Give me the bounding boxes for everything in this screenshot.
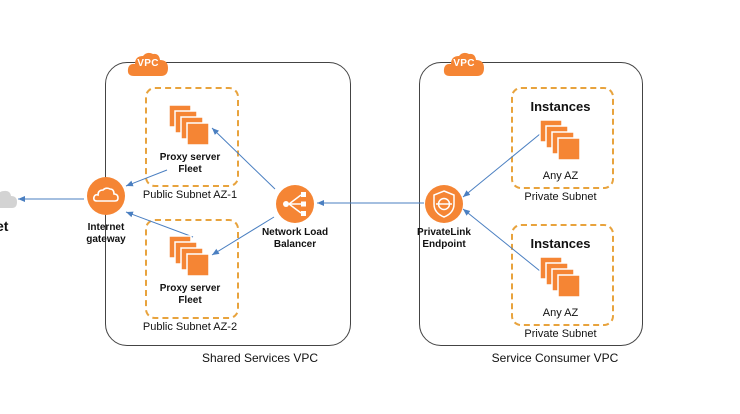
network-load-balancer-icon [276,185,314,223]
public-subnet-az1-label: Public Subnet AZ-1 [142,189,238,201]
proxy-az2-label-line1: Proxy server [159,283,221,294]
proxy-fleet-az2-icon [168,235,210,277]
instances-1-az: Any AZ [542,170,579,182]
public-subnet-az2-label: Public Subnet AZ-2 [142,321,238,333]
privatelink-label-line2: Endpoint [422,239,466,250]
arrow-instances2-to-endpoint [462,208,541,272]
instances-1-title: Instances [530,99,591,114]
proxy-az2-label-line2: Fleet [178,295,202,306]
service-consumer-vpc-caption: Service Consumer VPC [491,351,619,365]
consumer-vpc-badge-label: VPC [453,58,475,69]
private-subnet-2-label: Private Subnet [524,328,597,340]
private-subnet-1-label: Private Subnet [524,191,597,203]
gateway-label-line2: gateway [86,234,126,245]
shared-services-vpc-caption: Shared Services VPC [201,351,319,365]
instances-2-az: Any AZ [542,307,579,319]
arrow-nlb-to-az1 [211,127,276,190]
gateway-label-line1: Internet [87,222,125,233]
shared-vpc-badge-label: VPC [137,58,159,69]
internet-cloud-icon [0,190,17,208]
consumer-vpc-badge: VPC [442,50,486,78]
instances-2-icon [539,256,581,298]
service-consumer-vpc-box [419,62,643,346]
cloud-badge-icon [127,52,168,76]
nlb-label-line1: Network Load [261,227,329,238]
privatelink-endpoint-icon [425,185,463,223]
shared-vpc-badge: VPC [126,50,170,78]
public-subnet-az1 [145,87,239,187]
proxy-fleet-az1-icon [168,104,210,146]
arrow-az1-to-gateway [125,169,168,187]
public-subnet-az2 [145,219,239,319]
arrow-az2-to-gateway [125,211,194,238]
private-subnet-1 [511,87,614,189]
internet-label: et [0,218,9,234]
proxy-az1-label-line1: Proxy server [159,152,221,163]
nlb-label-line2: Balancer [273,239,317,250]
proxy-az1-label-line2: Fleet [178,164,202,175]
arrow-nlb-to-az2 [211,216,275,256]
arrow-instances1-to-endpoint [462,133,541,198]
internet-gateway-icon [87,177,125,215]
cloud-badge-icon [443,52,484,76]
instances-2-title: Instances [530,236,591,251]
private-subnet-2 [511,224,614,326]
instances-1-icon [539,119,581,161]
privatelink-label-line1: PrivateLink [417,227,471,238]
